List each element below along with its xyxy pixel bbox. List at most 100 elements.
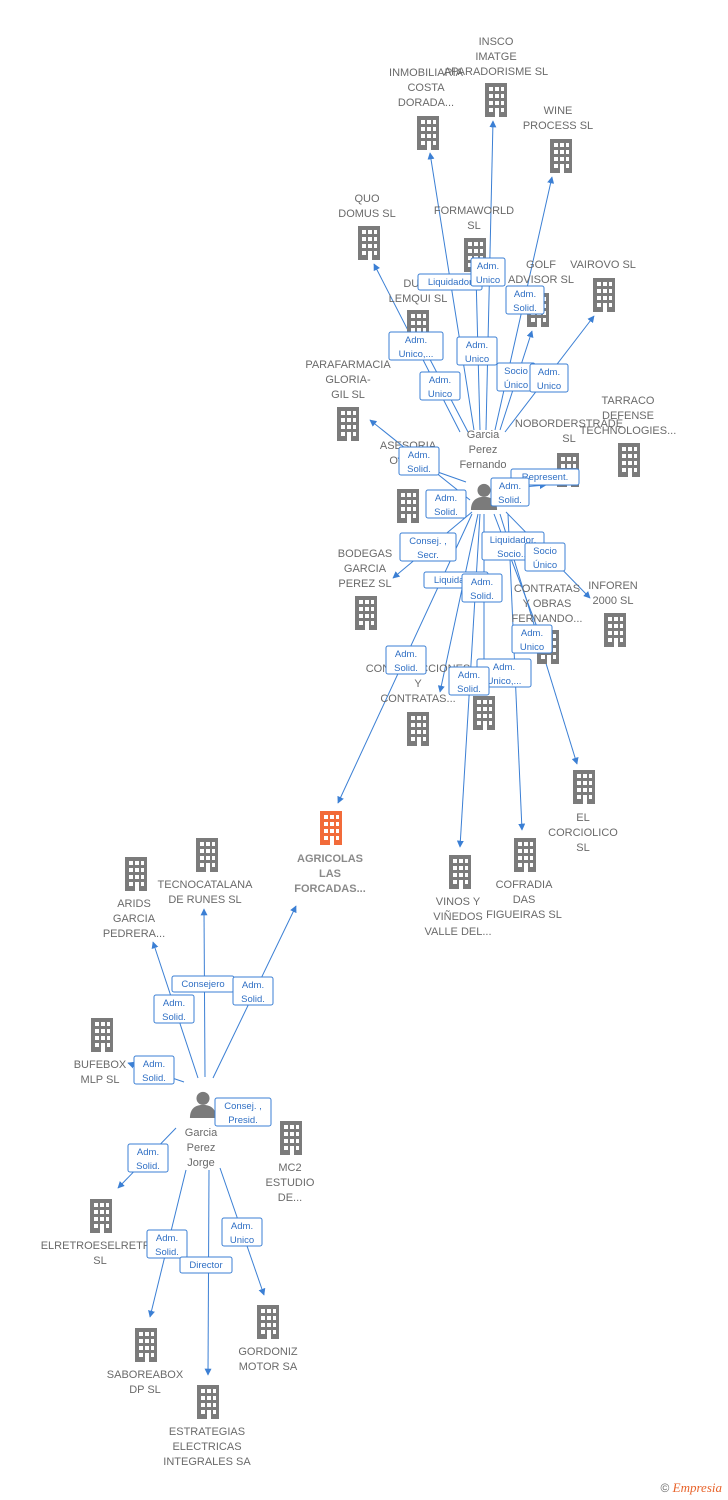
building-icon (196, 838, 218, 872)
company-label: SL (93, 1255, 106, 1267)
role-text: Adm. (405, 335, 427, 346)
company-label: INTEGRALES SA (163, 1456, 251, 1468)
company-label: PARAFARMACIA (305, 359, 391, 371)
company-label: SL (576, 842, 589, 854)
role-label-c_parafa[interactable]: Adm.Solid. (425, 489, 467, 519)
building-icon (593, 278, 615, 312)
company-label: GARCIA (113, 913, 156, 925)
company-label: VAIROVO SL (570, 259, 636, 271)
role-label-c_sabor[interactable]: Adm.Solid. (146, 1229, 188, 1259)
role-label-c_quo[interactable]: Adm. Unico,... (388, 331, 444, 361)
copyright-symbol: © (660, 1481, 670, 1495)
role-text: Adm. (408, 450, 430, 461)
role-text: Adm. (514, 289, 536, 300)
company-label: MLP SL (81, 1074, 120, 1086)
building-icon (573, 770, 595, 804)
company-node-arids[interactable]: ARIDSGARCIAPEDRERA... (103, 857, 165, 940)
role-label-c_corcio[interactable]: Adm.Unico (511, 624, 553, 654)
role-label-c_arids[interactable]: Adm.Solid. (153, 994, 195, 1024)
company-node-tarraco[interactable]: TARRACODEFENSETECHNOLOGIES... (580, 395, 677, 477)
brand-logo[interactable]: Empresia (672, 1480, 722, 1495)
role-text: Unico,... (399, 349, 434, 360)
company-label: APARADORISME SL (444, 66, 548, 78)
role-text: Solid. (434, 507, 458, 518)
role-text: Adm. (163, 998, 185, 1009)
company-node-mc2[interactable]: MC2ESTUDIODE... (266, 1121, 315, 1204)
role-label-c_bufebox[interactable]: Adm.Solid. (133, 1055, 175, 1085)
role-text: Solid. (470, 591, 494, 602)
building-icon (320, 811, 342, 845)
company-label: PEREZ SL (338, 578, 391, 590)
role-label-c_agricolas[interactable]: Adm.Solid. (232, 976, 274, 1006)
role-label-c_insco[interactable]: Adm.Unico (470, 257, 506, 287)
company-label: LEMQUI SL (389, 293, 448, 305)
company-node-hidden[interactable] (473, 696, 495, 730)
company-node-vairovo[interactable]: VAIROVO SL (570, 259, 636, 312)
company-node-agricolas[interactable]: AGRICOLASLASFORCADAS... (294, 811, 366, 895)
role-label-c_vairovo[interactable]: Adm.Unico (529, 363, 569, 393)
role-label-c_bodegas[interactable]: Consej. ,Secr. (399, 532, 457, 562)
building-icon (355, 596, 377, 630)
role-text: Socio (533, 546, 557, 557)
company-label: PROCESS SL (523, 120, 593, 132)
footer-credit: © Empresia (660, 1480, 722, 1496)
role-label-c_tarraco[interactable]: Adm.Solid. (490, 477, 530, 507)
role-label-c_agricolas[interactable]: Adm.Solid. (385, 645, 427, 675)
company-label: FORMAWORLD (434, 205, 514, 217)
company-label: DP SL (129, 1384, 161, 1396)
role-label-c_golf[interactable]: Adm. Solid. (505, 285, 545, 315)
company-label: COSTA (407, 82, 445, 94)
role-label-c_estrat[interactable]: Director (179, 1256, 233, 1274)
person-label: Garcia (185, 1127, 218, 1139)
company-label: VIÑEDOS (433, 910, 483, 923)
role-text: Adm. (466, 340, 488, 351)
role-text: Adm. (231, 1221, 253, 1232)
role-label-c_gordoniz[interactable]: Adm. Unico (221, 1217, 263, 1247)
role-label-c_hidden[interactable]: Adm.Solid. (461, 573, 503, 603)
role-label-c_mc2[interactable]: Consej. ,Presid. (214, 1097, 272, 1127)
role-text: Solid. (457, 684, 481, 695)
building-icon (125, 857, 147, 891)
role-label-c_vinos[interactable]: Adm.Solid. (448, 666, 490, 696)
building-icon (280, 1121, 302, 1155)
role-text: Unico (230, 1235, 254, 1246)
company-node-inmob[interactable]: INMOBILIARIACOSTADORADA... (389, 67, 464, 150)
role-label-c_elretro[interactable]: Adm.Solid. (127, 1143, 169, 1173)
role-label-c_aseso[interactable]: Adm.Solid. (398, 446, 440, 476)
role-text: Solid. (513, 303, 537, 314)
role-text: Adm. (477, 261, 499, 272)
role-label-c_dual[interactable]: Adm.Unico (419, 371, 461, 401)
building-icon (257, 1305, 279, 1339)
role-text: Unico (465, 354, 489, 365)
person-label: Perez (469, 444, 498, 456)
role-text: Socio (504, 366, 528, 377)
role-label-c_tecno[interactable]: Consejero (171, 975, 235, 993)
role-label-c_forma[interactable]: Adm. Unico (456, 336, 498, 366)
company-label: FORCADAS... (294, 883, 366, 895)
